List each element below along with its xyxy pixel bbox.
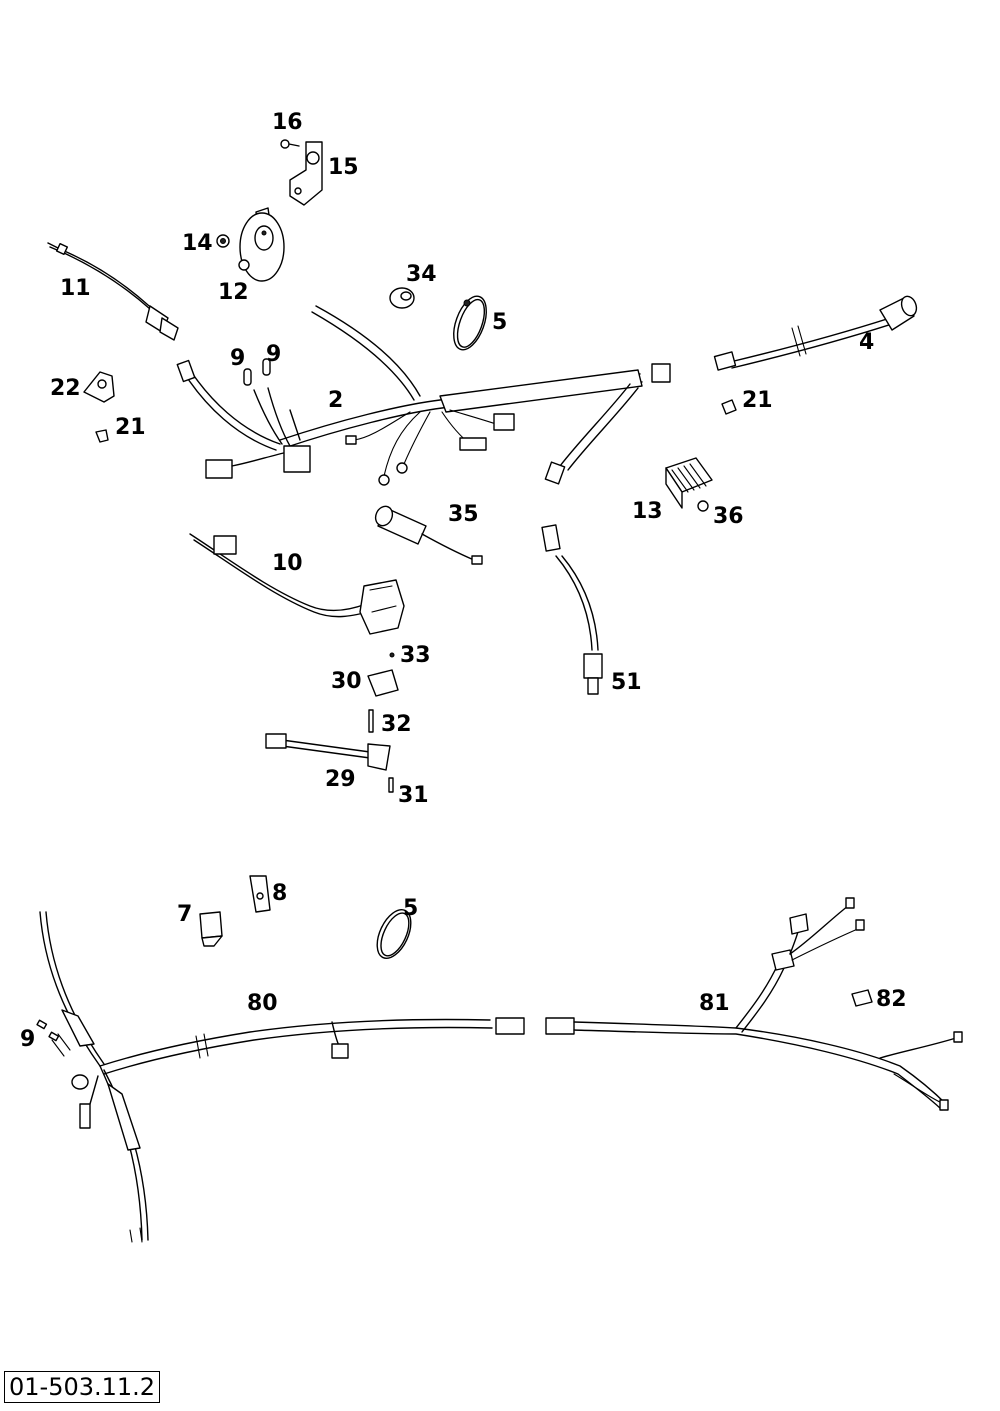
part-36-bolt xyxy=(697,500,709,512)
part-22-bracket xyxy=(83,371,115,403)
part-4-cable xyxy=(713,295,918,371)
callout-21-left: 21 xyxy=(115,415,146,440)
callout-11: 11 xyxy=(60,276,91,301)
callout-81: 81 xyxy=(699,991,730,1016)
callout-21-right: 21 xyxy=(742,388,773,413)
part-29-sensor-cable xyxy=(265,733,391,771)
part-11-cable xyxy=(47,242,179,341)
part-21-clip-left xyxy=(95,429,109,443)
callout-7: 7 xyxy=(177,902,192,927)
callout-33: 33 xyxy=(400,643,431,668)
callout-5-bottom: 5 xyxy=(403,896,418,921)
callout-9-a: 9 xyxy=(230,346,245,371)
part-5-cable-tie-top xyxy=(453,295,487,351)
diagram-reference-number: 01-503.11.2 xyxy=(4,1371,161,1403)
callout-34: 34 xyxy=(406,262,437,287)
callout-14: 14 xyxy=(182,231,213,256)
part-82-clip xyxy=(851,989,873,1007)
callout-29: 29 xyxy=(325,767,356,792)
callout-15: 15 xyxy=(328,155,359,180)
callout-13: 13 xyxy=(632,499,663,524)
part-16-screw xyxy=(280,139,300,149)
part-13-regulator xyxy=(665,457,713,509)
callout-9-c: 9 xyxy=(20,1027,35,1052)
callout-82: 82 xyxy=(876,987,907,1012)
callout-22: 22 xyxy=(50,376,81,401)
part-2-main-harness xyxy=(176,305,671,486)
callout-8: 8 xyxy=(272,881,287,906)
part-5-cable-tie-bottom xyxy=(376,909,412,959)
part-9-terminals-bottom xyxy=(36,1019,60,1042)
callout-80: 80 xyxy=(247,991,278,1016)
part-7-relay xyxy=(199,911,223,947)
callout-16: 16 xyxy=(272,110,303,135)
callout-12: 12 xyxy=(218,280,249,305)
part-21-clip-right xyxy=(721,399,737,415)
callout-51: 51 xyxy=(611,670,642,695)
part-35-capacitor xyxy=(374,505,483,565)
callout-35: 35 xyxy=(448,502,479,527)
part-14-nut xyxy=(216,234,230,248)
callout-9-b: 9 xyxy=(266,342,281,367)
callout-31: 31 xyxy=(398,783,429,808)
part-10-switch xyxy=(189,533,405,635)
part-15-bracket xyxy=(289,141,323,206)
part-31-screw xyxy=(388,777,394,793)
part-33-clip xyxy=(389,652,395,658)
part-80-harness xyxy=(39,911,525,1243)
callout-36: 36 xyxy=(713,504,744,529)
part-81-harness xyxy=(545,897,963,1111)
part-34-grommet xyxy=(389,287,415,309)
part-9-terminals-top xyxy=(243,358,271,386)
callout-4: 4 xyxy=(859,330,874,355)
callout-5-top: 5 xyxy=(492,310,507,335)
part-30-cover xyxy=(367,669,399,697)
callout-30: 30 xyxy=(331,669,362,694)
callout-2: 2 xyxy=(328,388,343,413)
part-51-sensor xyxy=(541,524,603,695)
part-12-horn xyxy=(238,207,285,282)
callout-32: 32 xyxy=(381,712,412,737)
part-32-screw xyxy=(368,709,374,733)
part-8-plate xyxy=(249,875,271,913)
callout-10: 10 xyxy=(272,551,303,576)
